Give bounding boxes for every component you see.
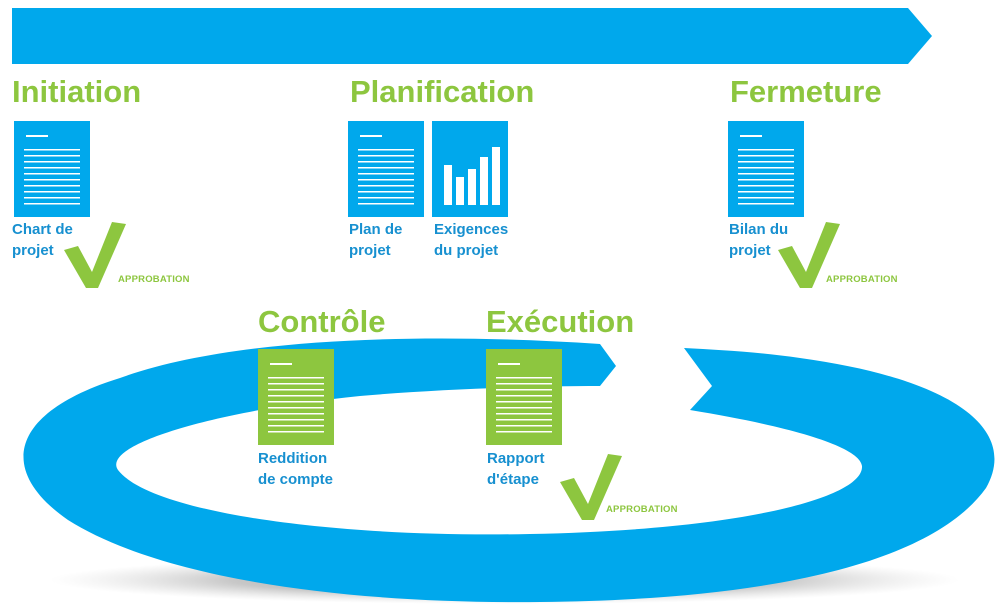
document-icon <box>348 121 424 217</box>
doc-label-charte: Chart de projet <box>12 219 73 261</box>
document-icon <box>14 121 90 217</box>
doc-label-line: Plan de <box>349 221 403 238</box>
bar-chart-document-icon <box>432 121 508 217</box>
doc-label-rapport: Rapport d'étape <box>487 448 545 490</box>
approval-label: APPROBATION <box>118 274 190 285</box>
doc-label-line: de compte <box>258 471 334 488</box>
doc-label-exigences: Exigences du projet <box>434 219 508 261</box>
doc-label-line: Bilan du <box>729 221 789 238</box>
doc-label-line: projet <box>349 242 391 259</box>
document-icon <box>258 349 334 445</box>
document-icon <box>486 349 562 445</box>
checkmark-icon <box>64 222 126 288</box>
checkmark-icon <box>560 454 622 520</box>
checkmark-icon <box>778 222 840 288</box>
doc-label-line: Rapport <box>487 450 545 467</box>
approval-label: APPROBATION <box>826 274 898 285</box>
doc-label-line: projet <box>729 242 771 259</box>
timeline-arrow <box>12 8 932 64</box>
doc-label-line: du projet <box>434 242 499 259</box>
doc-label-line: projet <box>12 242 54 259</box>
doc-label-reddition: Reddition de compte <box>258 448 333 490</box>
phase-controle: Contrôle <box>258 304 386 339</box>
doc-label-line: Chart de <box>12 221 73 238</box>
doc-label-line: d'étape <box>487 471 539 488</box>
phase-execution: Exécution <box>486 304 635 339</box>
doc-label-line: Reddition <box>258 450 328 467</box>
approval-label: APPROBATION <box>606 504 678 515</box>
doc-label-plan: Plan de projet <box>349 219 402 261</box>
doc-label-line: Exigences <box>434 221 509 238</box>
doc-label-bilan: Bilan du projet <box>729 219 788 261</box>
document-icon <box>728 121 804 217</box>
phase-initiation: Initiation <box>12 74 142 109</box>
phase-fermeture: Fermeture <box>730 74 882 109</box>
phase-planification: Planification <box>350 74 535 109</box>
